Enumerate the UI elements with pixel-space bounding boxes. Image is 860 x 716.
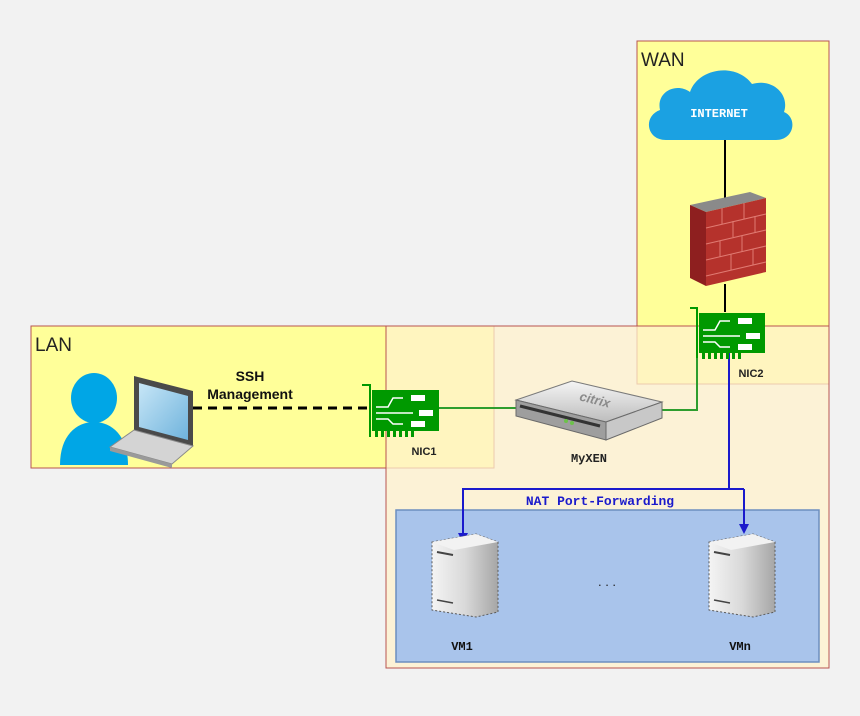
- server-nic2-link: [662, 345, 698, 411]
- vmn-server-icon: [708, 533, 776, 618]
- nic2-icon: [690, 307, 765, 359]
- vmn-label: VMn: [729, 640, 751, 654]
- vm1-label: VM1: [451, 640, 473, 654]
- server-brand-label: citrix: [578, 389, 613, 411]
- server-icon: [514, 380, 664, 441]
- nic1-icon: [362, 384, 439, 437]
- lan-zone-title: LAN: [35, 335, 72, 356]
- internet-label: INTERNET: [690, 107, 748, 121]
- nat-label: NAT Port-Forwarding: [526, 494, 674, 509]
- server-label: MyXEN: [571, 452, 607, 466]
- ssh-label-line2: Management: [207, 386, 293, 402]
- vm-ellipsis: . . .: [598, 574, 616, 589]
- nic1-label: NIC1: [411, 446, 436, 458]
- firewall-icon: [690, 192, 767, 286]
- internet-cloud-icon: [648, 70, 793, 140]
- vm1-server-icon: [431, 533, 499, 618]
- nat-arrow-vm1: [458, 488, 744, 543]
- nic2-label: NIC2: [738, 368, 763, 380]
- laptop-icon: [108, 376, 195, 468]
- wan-zone-title: WAN: [641, 50, 685, 71]
- ssh-label-line1: SSH: [236, 368, 265, 384]
- user-person-icon: [60, 373, 128, 465]
